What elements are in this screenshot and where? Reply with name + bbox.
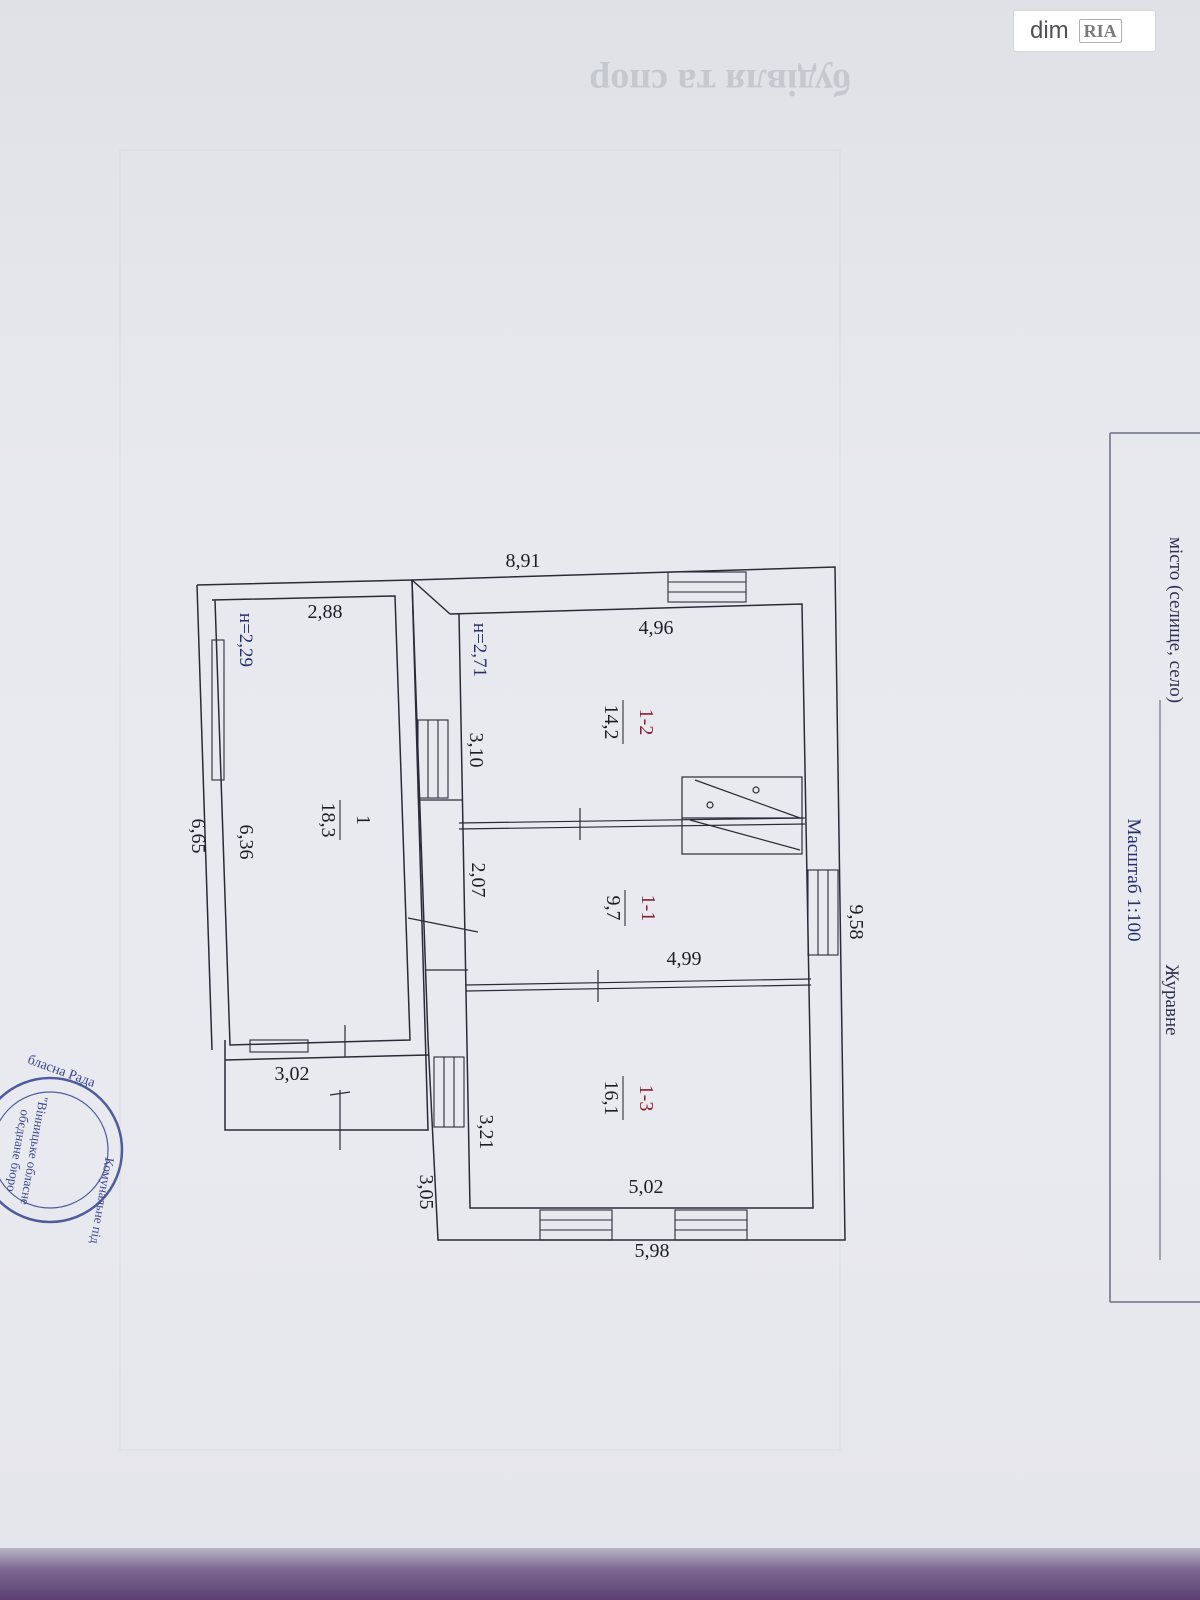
room-1-number: 1 [352,815,374,825]
dim-overall-width: 8,91 [506,550,541,572]
stamp-line-1: бласна Рада [25,1053,97,1092]
dim-room-1-1-short: 2,07 [467,863,489,898]
dim-annex-overall: 6,65 [187,819,209,854]
room-1-area: 18,3 [317,803,339,838]
room-labels: 1 18,3 1-2 14,2 1-1 9,7 1-3 16,1 [317,700,659,1120]
dim-room-1-2-long: 4,96 [639,617,674,639]
room-1-2-area: 14,2 [600,705,622,740]
location-value: Журавне [1161,964,1182,1035]
room-1-1-number: 1-1 [637,895,659,922]
room-1-3-area: 16,1 [600,1081,622,1116]
room-1-3-number: 1-3 [635,1085,657,1112]
watermark-brand: dim [1030,17,1069,44]
dim-room-1-3-long: 5,02 [629,1176,664,1198]
room-1-1-area: 9,7 [602,896,624,921]
windows [211,571,839,1241]
dim-room-1-2-short: 3,10 [465,733,487,768]
dim-annex-inner-short: 2,88 [308,601,343,623]
side-panel: місто (селище, село) Журавне Масштаб 1:1… [1109,432,1200,1303]
location-label: місто (селище, село) [1165,537,1186,703]
dim-porch: 3,02 [275,1063,310,1085]
annex-height: н=2,29 [235,613,256,667]
dim-gap: 3,05 [415,1175,437,1210]
room-1-2-number: 1-2 [635,709,657,736]
faded-header: будівля та спор [589,61,851,103]
main-height: н=2,71 [469,623,490,677]
dim-room-1-3-short: 3,21 [475,1115,497,1150]
height-labels: н=2,29 н=2,71 [235,613,490,677]
dim-room-1-1-long: 4,99 [667,948,702,970]
partition-walls [329,799,812,1150]
ria-logo-icon: RIA [1078,19,1122,43]
stove [681,776,803,855]
background-grid [119,149,841,1451]
dimension-labels: 8,91 2,88 4,96 3,10 6,65 6,36 2,07 9,58 … [187,550,867,1262]
table-surface [0,1548,1200,1600]
dim-ria-watermark[interactable]: dim RIA [1013,10,1156,52]
dim-main-end-outer: 5,98 [635,1240,670,1262]
official-stamp: бласна Рада "Вінницьке обласне обєднане … [0,1053,124,1246]
dim-annex-inner-long: 6,36 [235,825,257,860]
dim-overall-length: 9,58 [845,905,867,940]
stamp-line-4: Комунальне під [87,1156,117,1245]
main-building-walls [411,566,846,1241]
scale-label: Масштаб 1:100 [1123,818,1144,941]
annex-walls [196,579,429,1131]
